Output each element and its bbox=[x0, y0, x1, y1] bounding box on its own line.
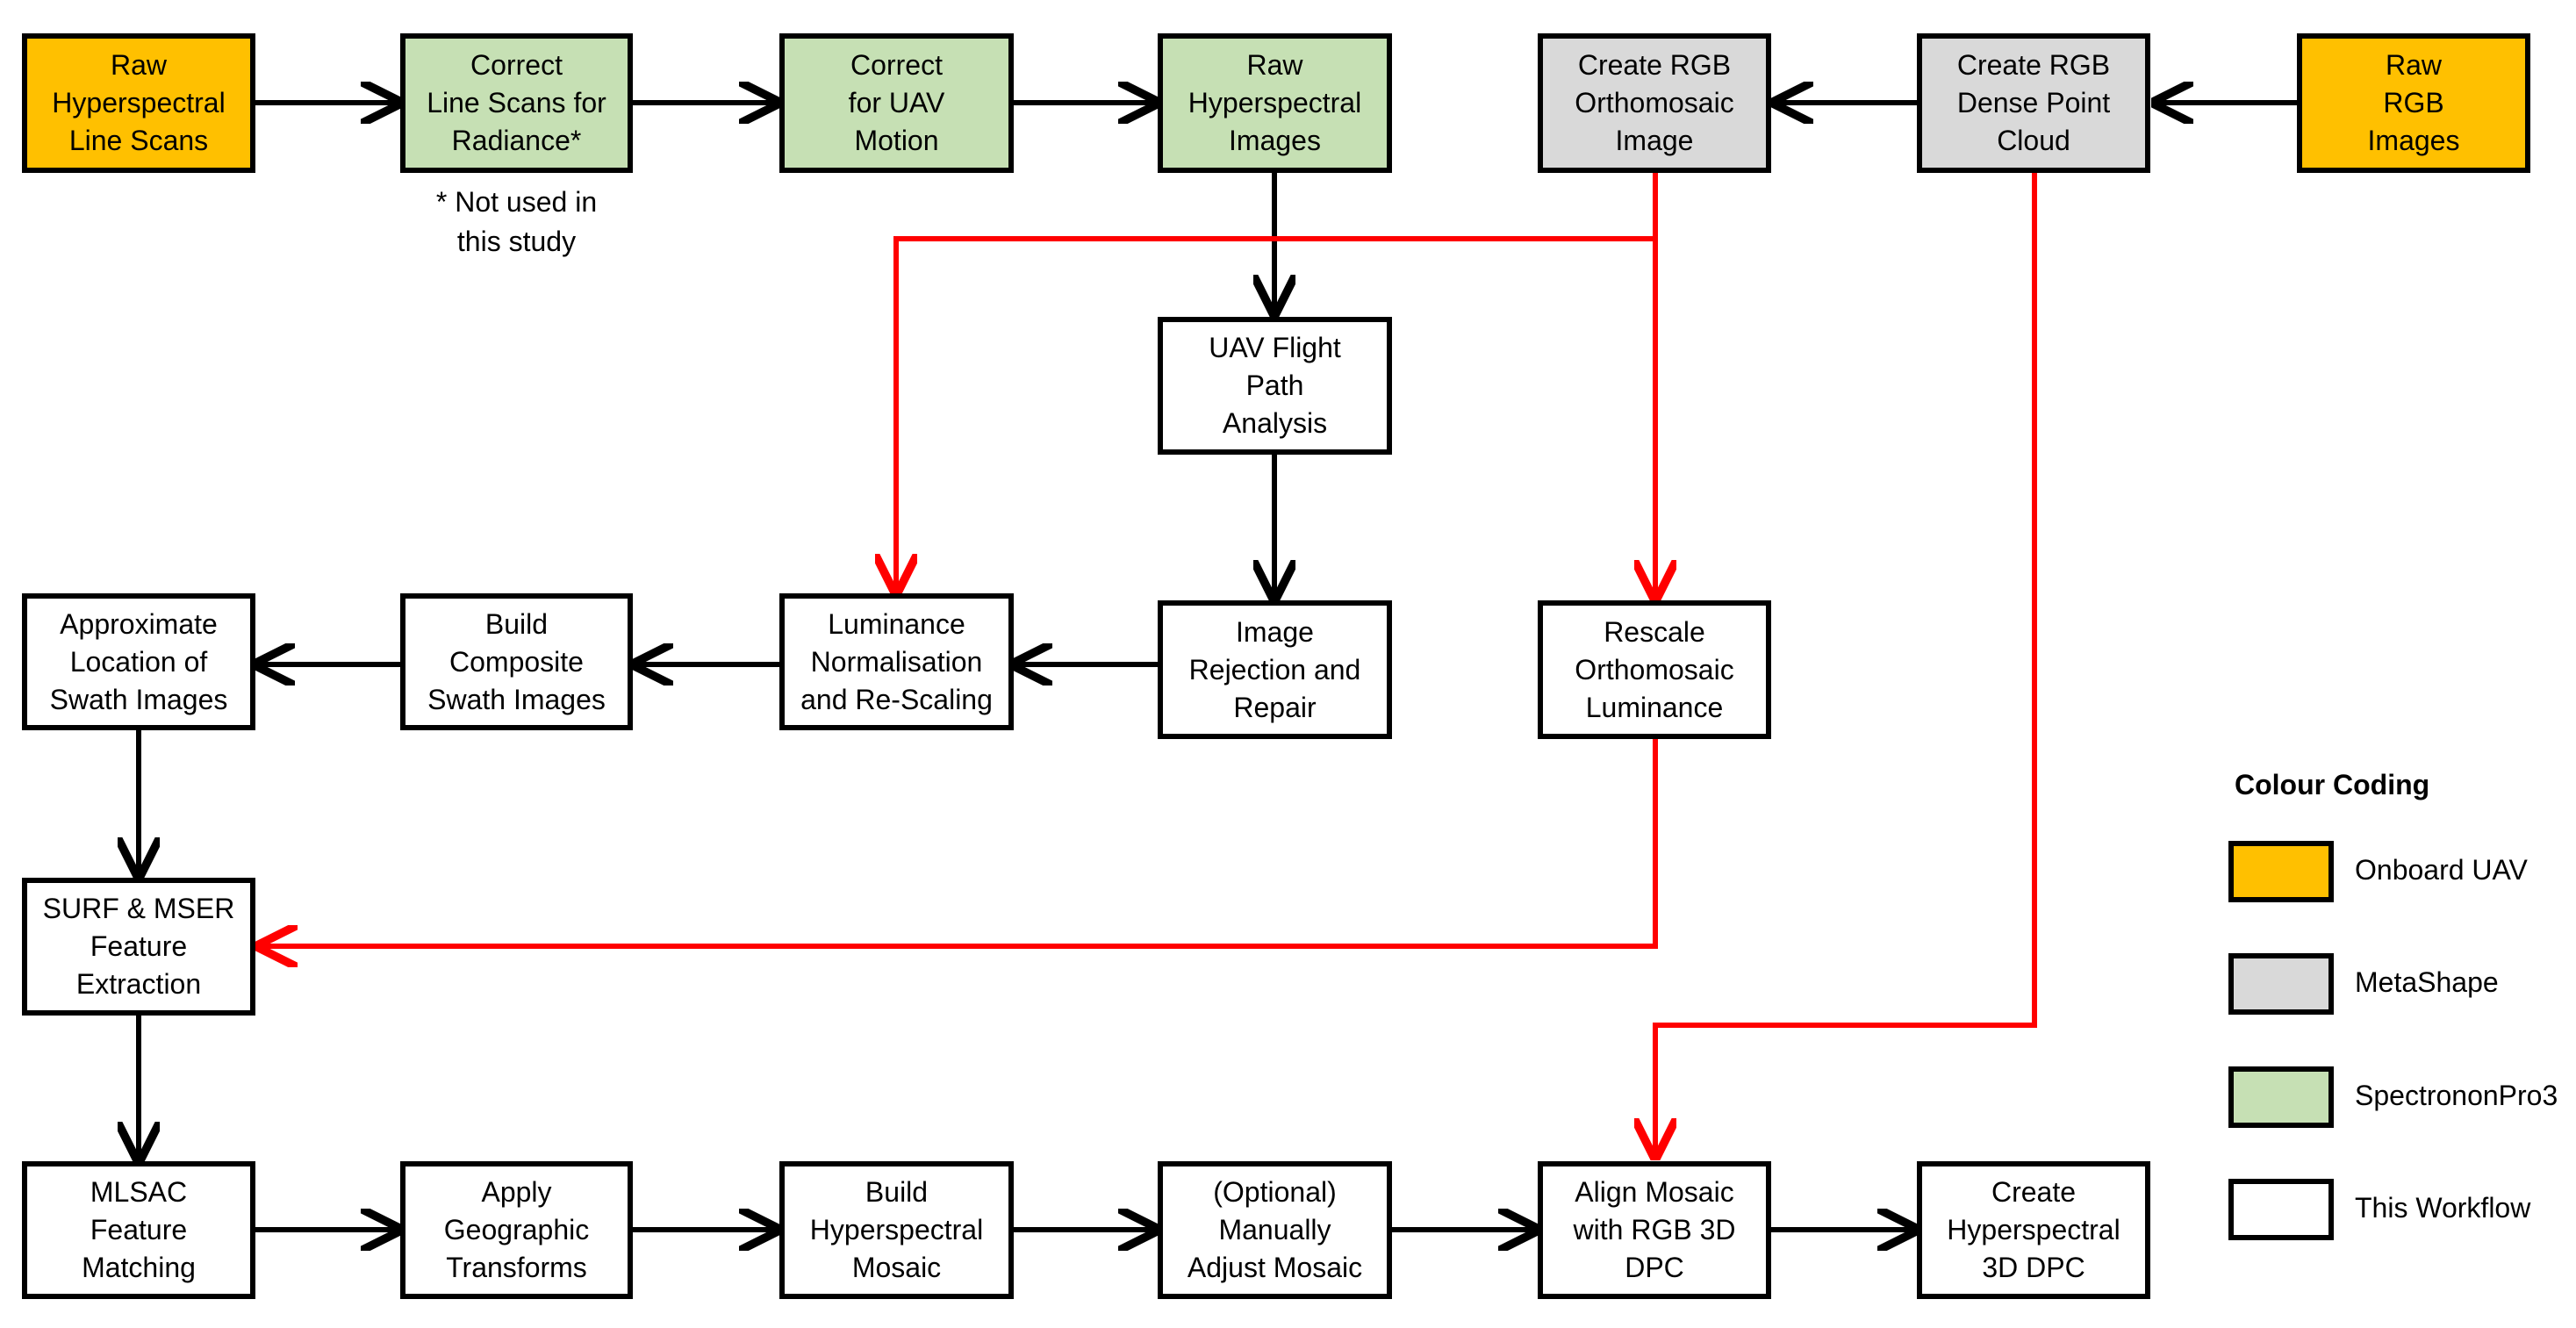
node-build-hyperspectral-mosaic: Build Hyperspectral Mosaic bbox=[779, 1161, 1014, 1299]
node-mlsac-feature-matching: MLSAC Feature Matching bbox=[22, 1161, 255, 1299]
node-create-hyperspectral-3d-dpc: Create Hyperspectral 3D DPC bbox=[1917, 1161, 2150, 1299]
node-create-rgb-dense-point-cloud: Create RGB Dense Point Cloud bbox=[1917, 33, 2150, 173]
legend-swatch-workflow bbox=[2228, 1179, 2334, 1240]
node-surf-mser-extraction: SURF & MSER Feature Extraction bbox=[22, 878, 255, 1016]
node-raw-hyperspectral-line-scans: Raw Hyperspectral Line Scans bbox=[22, 33, 255, 173]
red-arrow-rescale-to-surf bbox=[261, 739, 1658, 946]
legend-label-metashape: MetaShape bbox=[2355, 966, 2499, 998]
node-correct-radiance: Correct Line Scans for Radiance* bbox=[400, 33, 633, 173]
red-arrow-ortho-to-luminance bbox=[896, 173, 1658, 591]
legend-label-spectronon: SpectrononPro3 bbox=[2355, 1080, 2558, 1111]
node-approximate-location: Approximate Location of Swath Images bbox=[22, 593, 255, 730]
node-rescale-orthomosaic: Rescale Orthomosaic Luminance bbox=[1538, 600, 1771, 739]
node-correct-uav-motion: Correct for UAV Motion bbox=[779, 33, 1014, 173]
node-uav-flight-path-analysis: UAV Flight Path Analysis bbox=[1158, 317, 1392, 455]
node-raw-rgb-images: Raw RGB Images bbox=[2297, 33, 2530, 173]
footnote: * Not used in this study bbox=[435, 186, 598, 257]
legend-swatch-spectronon bbox=[2228, 1066, 2334, 1128]
node-luminance-normalisation: Luminance Normalisation and Re-Scaling bbox=[779, 593, 1014, 730]
node-manually-adjust-mosaic: (Optional) Manually Adjust Mosaic bbox=[1158, 1161, 1392, 1299]
node-align-mosaic: Align Mosaic with RGB 3D DPC bbox=[1538, 1161, 1771, 1299]
legend-label-onboard: Onboard UAV bbox=[2355, 854, 2528, 886]
legend-swatch-metashape bbox=[2228, 953, 2334, 1015]
legend-label-workflow: This Workflow bbox=[2355, 1192, 2531, 1224]
node-apply-geographic-transforms: Apply Geographic Transforms bbox=[400, 1161, 633, 1299]
node-create-rgb-orthomosaic: Create RGB Orthomosaic Image bbox=[1538, 33, 1771, 173]
node-raw-hyperspectral-images: Raw Hyperspectral Images bbox=[1158, 33, 1392, 173]
legend-swatch-onboard bbox=[2228, 841, 2334, 902]
node-image-rejection-repair: Image Rejection and Repair bbox=[1158, 600, 1392, 739]
legend-title: Colour Coding bbox=[2235, 769, 2430, 800]
node-build-composite-swath: Build Composite Swath Images bbox=[400, 593, 633, 730]
red-arrow-dpc-to-align bbox=[1655, 173, 2037, 1155]
